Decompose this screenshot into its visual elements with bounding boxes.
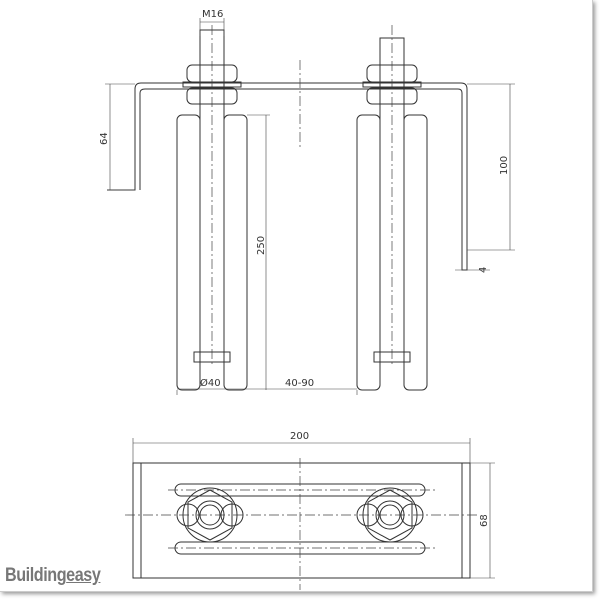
buildingeasy-logo: Buildingeasy xyxy=(5,565,101,587)
dim-spacing: 40-90 xyxy=(285,378,314,389)
dim-250: 250 xyxy=(256,236,267,255)
dim-4: 4 xyxy=(478,267,489,273)
dim-64: 64 xyxy=(99,132,110,145)
dim-thread: M16 xyxy=(202,9,223,20)
roller-right xyxy=(356,25,428,391)
bracket-side-view xyxy=(107,82,468,271)
nut-plan-right xyxy=(356,487,424,543)
logo-part2: easy xyxy=(66,565,101,586)
drawing-sheet: M16 64 250 100 4 Ø40 40-90 200 68 xyxy=(0,0,593,592)
dim-68: 68 xyxy=(479,514,490,527)
logo-part1: Building xyxy=(5,565,67,586)
nut-lower xyxy=(186,87,238,105)
nut-plan-left xyxy=(176,487,244,543)
dim-100: 100 xyxy=(499,156,510,175)
washer xyxy=(182,81,242,88)
dim-diameter: Ø40 xyxy=(200,377,221,389)
dimension-lines xyxy=(105,18,515,395)
dim-200: 200 xyxy=(290,431,309,442)
plate-top-view xyxy=(125,438,495,590)
roller-left xyxy=(176,25,248,391)
